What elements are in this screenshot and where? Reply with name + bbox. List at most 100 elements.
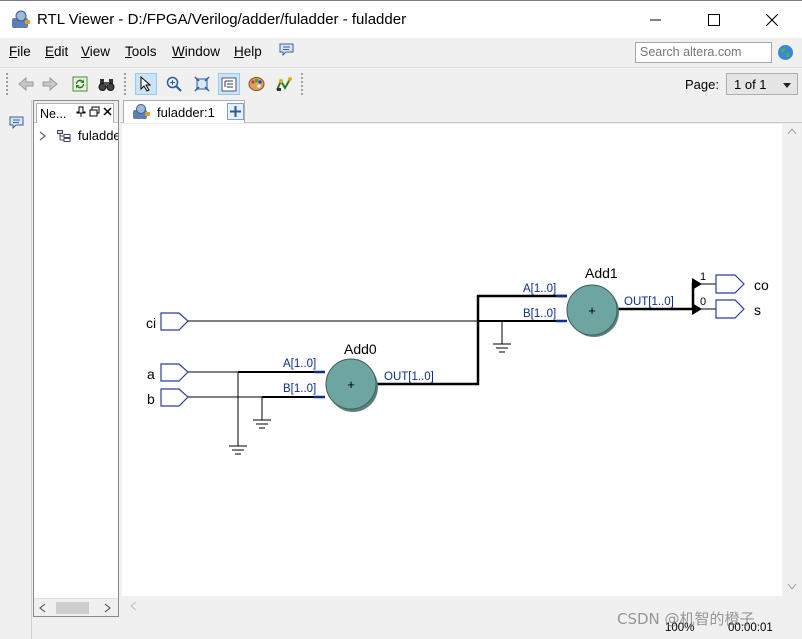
rtl-viewer-icon [133,104,150,119]
adder-add0[interactable]: + Add0 A[1..0] B[1..0] OUT[1..0] [283,341,434,412]
find-button[interactable] [95,73,117,95]
pin-label-co: co [754,277,769,293]
chevron-down-icon [783,83,791,88]
port-label-out: OUT[1..0] [624,296,674,308]
page-select[interactable]: 1 of 1 [726,73,798,95]
document-tab-bar: fuladder:1 [120,100,802,123]
bus-splitter: 1 0 [691,271,706,315]
hierarchy-panel: Ne... fuladder [33,100,119,617]
port-label-b: B[1..0] [283,383,316,395]
hierarchy-list-icon [221,77,237,91]
scroll-down-icon[interactable] [787,583,797,590]
menu-bar: File Edit View Tools Window Help Search … [0,38,802,67]
toolbar: Page: 1 of 1 [0,67,802,100]
tab-label: fuladder:1 [157,105,215,120]
adder-symbol: + [347,377,355,392]
scroll-up-icon[interactable] [787,128,797,135]
zoom-icon [166,76,182,92]
menu-help[interactable]: Help [234,44,262,59]
hierarchy-list-button[interactable] [218,73,240,95]
toolbar-grip [301,73,304,95]
scroll-left-icon[interactable] [130,601,137,611]
output-pin-s[interactable]: s [715,299,761,319]
ground-symbol [493,343,511,353]
adder-symbol: + [588,303,596,318]
forward-arrow-icon [42,77,58,91]
pin-label-ci: ci [146,315,156,331]
menu-edit[interactable]: Edit [45,44,69,59]
refresh-button[interactable] [69,73,91,95]
hierarchy-panel-header: Ne... [34,101,118,123]
scroll-left-icon[interactable] [39,603,46,613]
pin-label-s: s [754,302,761,318]
close-icon[interactable] [103,107,112,116]
status-bar: 100% 00:00:01 [120,617,802,639]
output-pin-co[interactable]: co [715,274,769,294]
port-label-a: A[1..0] [523,283,556,295]
input-pin-a[interactable]: a [147,363,189,382]
adder-add1[interactable]: + Add1 A[1..0] B[1..0] OUT[1..0] [523,265,674,337]
float-window-icon[interactable] [89,106,100,117]
bit-index-1: 1 [700,271,706,283]
tree-item-label: fuladder [78,128,118,143]
close-icon [766,14,778,26]
menu-window[interactable]: Window [172,44,221,59]
pin-label-a: a [147,366,155,382]
rtl-viewer-app-icon [12,10,30,28]
selection-tool-button[interactable] [135,73,157,95]
minimize-button[interactable] [627,1,685,39]
port-label-b: B[1..0] [523,308,556,320]
bit-index-0: 0 [700,296,706,308]
menu-tools[interactable]: Tools [125,44,157,59]
toolbar-grip [6,73,9,95]
window-title: RTL Viewer - D:/FPGA/Verilog/adder/fulad… [37,11,407,28]
zoom-level: 100% [665,622,695,634]
ground-symbol [253,419,271,429]
watermark: CSDN @机智的橙子 [617,610,755,628]
port-label-out: OUT[1..0] [384,371,434,383]
tree-item-fuladder[interactable]: fuladder [34,127,118,145]
netlist-navigator-button[interactable] [272,73,294,95]
vertical-scrollbar[interactable] [782,124,802,596]
zoom-tool-button[interactable] [163,73,185,95]
forward-button[interactable] [39,73,61,95]
scrollbar-thumb[interactable] [56,602,89,614]
ground-symbol [229,445,247,455]
horizontal-scrollbar[interactable] [122,596,782,616]
input-pin-b[interactable]: b [147,388,189,407]
globe-icon[interactable] [777,44,794,61]
elapsed-time: 00:00:01 [728,622,773,634]
pointer-icon [140,76,152,92]
adder-name: Add1 [585,265,618,281]
toolbar-grip [124,73,127,95]
comment-icon[interactable] [9,116,24,130]
adder-name: Add0 [344,341,377,357]
new-tab-button[interactable] [227,103,244,120]
maximize-icon [708,14,720,26]
close-button[interactable] [743,1,801,39]
search-input[interactable]: Search altera.com [635,42,772,63]
netlist-navigator-icon [275,77,292,91]
scroll-right-icon[interactable] [104,603,111,613]
menu-view[interactable]: View [81,44,111,59]
tab-fuladder-1[interactable]: fuladder:1 [123,100,245,123]
pin-icon[interactable] [76,106,86,117]
palette-icon [248,77,264,91]
back-button[interactable] [15,73,37,95]
title-bar: RTL Viewer - D:/FPGA/Verilog/adder/fulad… [0,0,802,38]
wires [188,283,716,446]
horizontal-scrollbar[interactable] [34,598,118,616]
schematic-drawing: ci a b [146,265,769,455]
hierarchy-node-icon [57,130,71,142]
schematic-canvas[interactable]: ci a b [122,124,782,596]
fit-in-window-button[interactable] [191,73,213,95]
pin-label-b: b [147,391,155,407]
chevron-right-icon[interactable] [39,131,46,141]
left-side-strip [0,100,32,639]
comment-icon[interactable] [279,43,294,57]
maximize-button[interactable] [685,1,743,39]
colors-button[interactable] [245,73,267,95]
tab-netlist-navigator-label: Ne... [40,107,67,121]
menu-file[interactable]: File [9,44,31,59]
input-pin-ci[interactable]: ci [146,312,189,331]
